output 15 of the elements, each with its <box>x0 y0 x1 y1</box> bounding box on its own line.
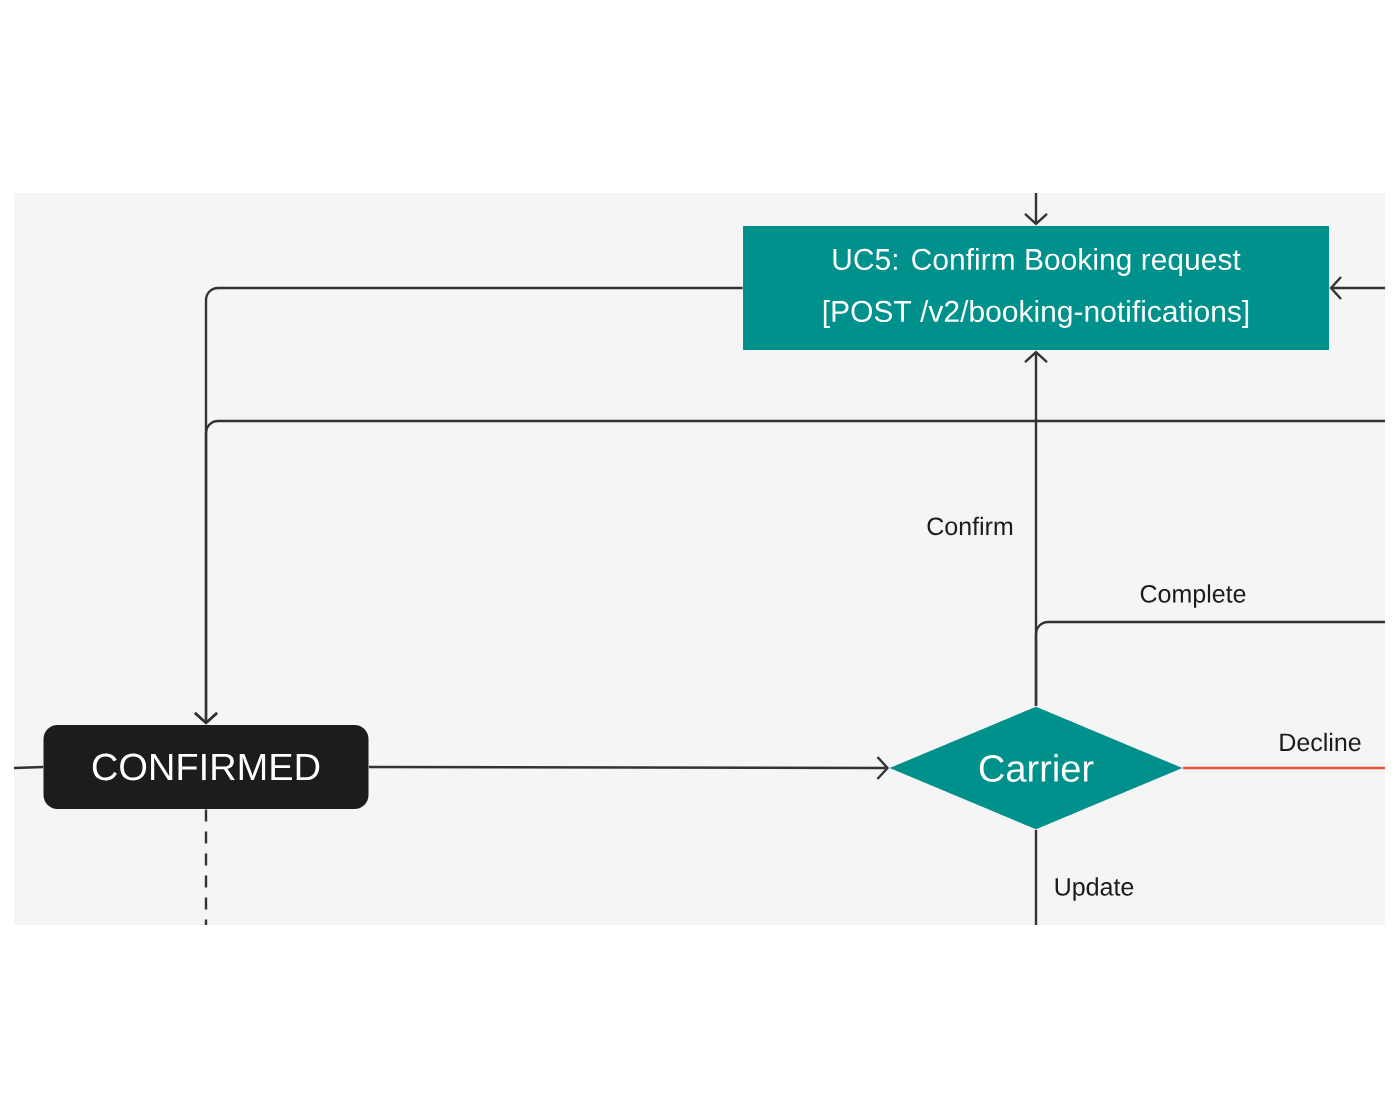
arrow <box>1329 276 1385 300</box>
edge-label: Confirm <box>924 514 1016 538</box>
connector-line <box>1034 829 1038 925</box>
process-box: UC5: Confirm Booking request [POST /v2/booking-notifications] <box>743 226 1329 350</box>
state-box: CONFIRMED <box>43 725 369 809</box>
edge-label: Complete <box>1137 582 1249 610</box>
connector-line <box>13 765 44 770</box>
arrow <box>194 419 1385 725</box>
connector-line <box>204 809 208 925</box>
arrow <box>368 756 890 780</box>
edge-label: Decline <box>1276 730 1364 754</box>
connector-line <box>1182 766 1385 770</box>
connector-line <box>1034 620 1385 707</box>
edge-label: Update <box>1051 875 1137 903</box>
arrow <box>1024 193 1048 226</box>
